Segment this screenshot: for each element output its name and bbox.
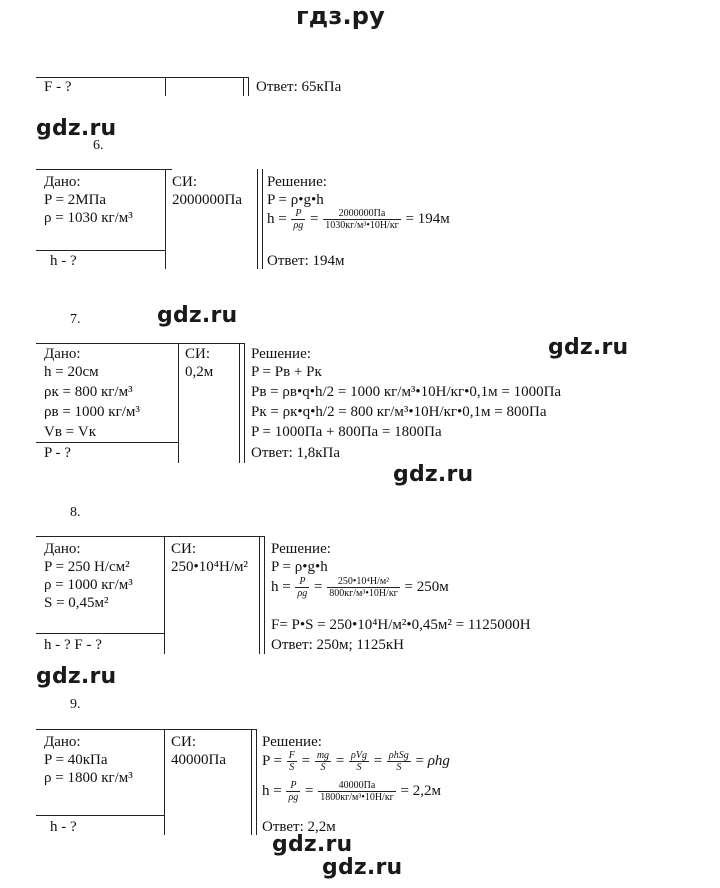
si-label: СИ:: [172, 174, 198, 190]
watermark: gdz.ru: [272, 832, 353, 857]
given-line: ρк = 800 кг/м³: [44, 384, 133, 400]
si-value: 0,2м: [185, 364, 214, 380]
solution-line: Pв = ρв•q•h/2 = 1000 кг/м³•10Н/кг•0,1м =…: [251, 384, 562, 400]
solution-line: P = ρ•g•h: [267, 192, 324, 208]
given-line: ρ = 1800 кг/м³: [44, 770, 133, 786]
si-value: 2000000Па: [172, 192, 242, 208]
si-label: СИ:: [171, 541, 197, 557]
watermark: gdz.ru: [548, 335, 629, 360]
problem-number: 8.: [70, 505, 81, 520]
given-label: Дано:: [44, 174, 81, 190]
solution-line: P = Pв + Pк: [251, 364, 322, 380]
solution-line: P = ρ•g•h: [271, 559, 328, 575]
find-label: F - ?: [44, 79, 72, 95]
answer: Ответ: 194м: [267, 253, 345, 269]
given-line: ρ = 1000 кг/м³: [44, 577, 133, 593]
watermark: gdz.ru: [157, 303, 238, 328]
given-line: P = 250 Н/см²: [44, 559, 130, 575]
given-line: Vв = Vк: [44, 424, 96, 440]
answer: Ответ: 65кПа: [256, 79, 342, 95]
watermark: gdz.ru: [36, 664, 117, 689]
problem-number: 7.: [70, 312, 81, 327]
solution-label: Решение:: [262, 734, 322, 750]
solution-line: P = 1000Па + 800Па = 1800Па: [251, 424, 442, 440]
solution-line: F= P•S = 250•10⁴Н/м²•0,45м² = 1125000Н: [271, 617, 531, 633]
si-label: СИ:: [171, 734, 197, 750]
solution-label: Решение:: [271, 541, 331, 557]
solution-label: Решение:: [267, 174, 327, 190]
si-label: СИ:: [185, 346, 211, 362]
given-label: Дано:: [44, 346, 81, 362]
given-line: h = 20см: [44, 364, 99, 380]
given-line: P = 40кПа: [44, 752, 108, 768]
given-line: P = 2МПа: [44, 192, 107, 208]
answer: Ответ: 250м; 1125кН: [271, 637, 404, 653]
solution-line: Pк = ρк•q•h/2 = 800 кг/м³•10Н/кг•0,1м = …: [251, 404, 547, 420]
watermark-top: гдз.ру: [296, 2, 386, 30]
find-label: h - ?: [50, 253, 77, 269]
given-line: ρ = 1030 кг/м³: [44, 210, 133, 226]
watermark: gdz.ru: [36, 116, 117, 141]
find-label: P - ?: [44, 445, 71, 461]
given-line: ρв = 1000 кг/м³: [44, 404, 140, 420]
answer: Ответ: 2,2м: [262, 819, 336, 835]
problem-number: 9.: [70, 697, 81, 712]
given-label: Дано:: [44, 541, 81, 557]
problem-number: 6.: [93, 138, 104, 153]
watermark: gdz.ru: [393, 462, 474, 487]
si-value: 40000Па: [171, 752, 226, 768]
si-value: 250•10⁴Н/м²: [171, 559, 248, 575]
given-label: Дано:: [44, 734, 81, 750]
find-label: h - ?: [50, 819, 77, 835]
watermark: gdz.ru: [322, 855, 403, 880]
solution-label: Решение:: [251, 346, 311, 362]
find-label: h - ? F - ?: [44, 637, 102, 653]
given-line: S = 0,45м²: [44, 595, 109, 611]
answer: Ответ: 1,8кПа: [251, 445, 341, 461]
